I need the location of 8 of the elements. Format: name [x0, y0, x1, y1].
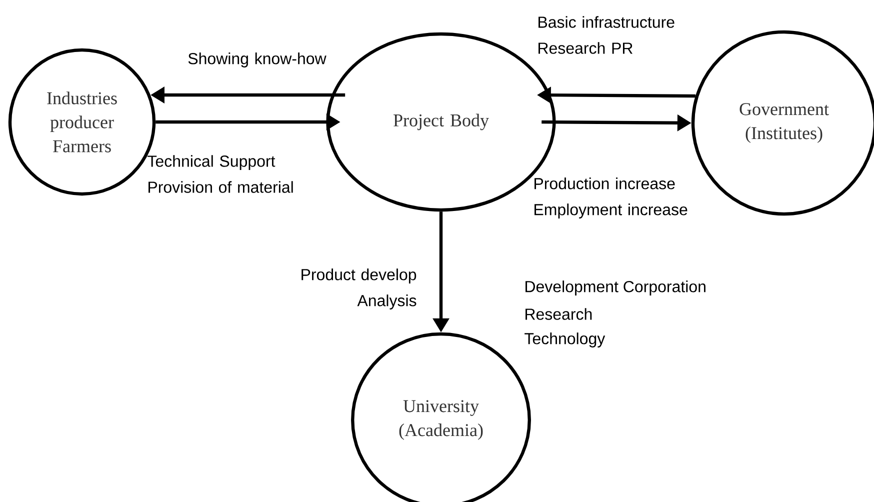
- edge-label: Product develop Analysis: [302, 268, 416, 310]
- edge-label: Production increase Employment increase: [534, 178, 688, 218]
- edge-label: Basic infrastructure Research PR: [538, 16, 674, 54]
- text-label: Research: [526, 308, 592, 320]
- edge-label: Showing know-how: [188, 52, 326, 68]
- text-label: Technology: [524, 332, 606, 348]
- edge-label: Technical Support Provision of material: [148, 155, 293, 193]
- text-label: Development Corporation: [526, 280, 706, 296]
